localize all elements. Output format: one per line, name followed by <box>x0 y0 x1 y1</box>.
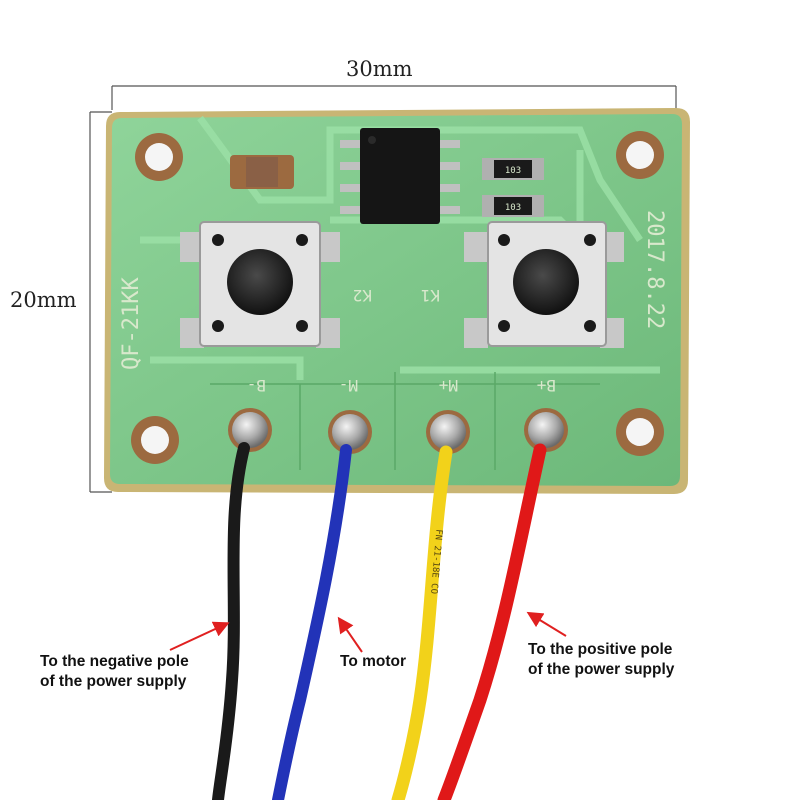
wires: FN 21-18E CO <box>212 442 547 805</box>
arrow-positive <box>526 611 567 637</box>
height-label: 20mm <box>10 288 77 312</box>
wire-red <box>437 443 547 805</box>
solder-pad-b-minus <box>228 408 272 452</box>
wire-black <box>212 442 250 805</box>
mounting-hole-bottom-left <box>131 416 179 464</box>
width-dimension-line <box>111 85 677 110</box>
solder-pads <box>228 408 568 454</box>
pad-label-b-plus: B+ <box>537 376 556 395</box>
tactile-button-right <box>464 221 624 348</box>
board-model-text: QF-21KK <box>119 277 144 370</box>
ic-chip <box>340 128 460 224</box>
solder-pad-m-plus <box>426 410 470 454</box>
mounting-hole-top-right <box>616 131 664 179</box>
smd-capacitor <box>230 155 294 189</box>
callout-motor: To motor <box>340 652 406 672</box>
mounting-holes <box>131 131 664 464</box>
smd-resistor-1: 103 <box>482 158 544 180</box>
callout-positive: To the positive pole of the power supply <box>528 640 674 680</box>
solder-pad-m-minus <box>328 410 372 454</box>
callout-negative-line2: of the power supply <box>40 673 187 690</box>
pad-label-b-minus: B- <box>247 376 266 395</box>
callout-positive-line1: To the positive pole <box>528 641 673 658</box>
height-dimension-line <box>89 111 112 493</box>
wire-blue <box>272 444 352 805</box>
smd-resistor-2: 103 <box>482 195 544 217</box>
pad-labels: B- M- M+ B+ <box>247 376 556 395</box>
pad-label-m-minus: M- <box>339 376 358 395</box>
mounting-hole-top-left <box>135 133 183 181</box>
k1-label: K1 <box>421 286 440 305</box>
callout-positive-line2: of the power supply <box>528 661 675 678</box>
width-label: 30mm <box>346 57 413 81</box>
arrow-motor <box>337 616 363 653</box>
tactile-button-left <box>180 221 340 348</box>
resistor-code-text: 103 <box>505 203 521 213</box>
callout-negative-line1: To the negative pole <box>40 653 189 670</box>
callout-arrows <box>169 611 567 653</box>
pad-label-m-plus: M+ <box>439 376 458 395</box>
callout-motor-line1: To motor <box>340 653 407 670</box>
callout-negative: To the negative pole of the power supply <box>40 652 189 692</box>
solder-pad-b-plus <box>524 408 568 452</box>
k2-label: K2 <box>353 286 372 305</box>
resistor-code-text: 103 <box>505 166 521 176</box>
mounting-hole-bottom-right <box>616 408 664 456</box>
arrow-negative <box>169 621 230 651</box>
wire-yellow <box>391 445 453 805</box>
board-date-text: 2017.8.22 <box>642 210 667 329</box>
